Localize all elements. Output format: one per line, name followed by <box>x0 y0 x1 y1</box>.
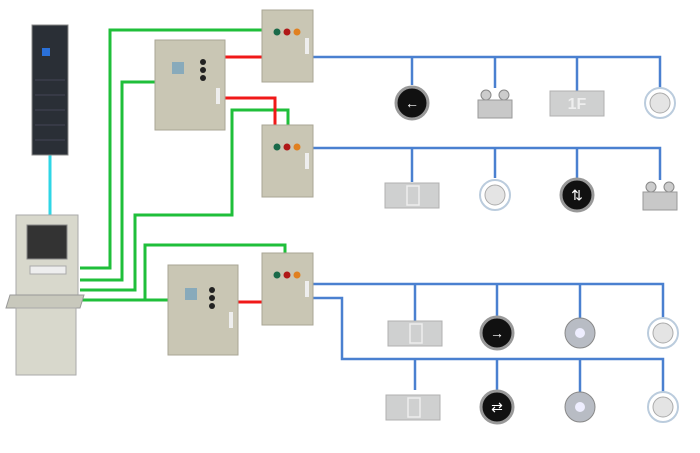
round-up-down-indicator-icon: ⇅ <box>559 177 595 213</box>
exit-sign-icon <box>384 182 440 209</box>
distribution-box-icon <box>261 124 314 198</box>
distribution-box-icon <box>261 9 314 83</box>
lamp-buses <box>313 55 665 392</box>
twin-head-emergency-light-icon <box>642 181 678 211</box>
monitoring-links <box>80 28 290 302</box>
svg-text:→: → <box>490 325 504 341</box>
floor-sign-icon: 1F <box>549 90 605 117</box>
downlight-icon <box>479 179 511 211</box>
svg-text:⇅: ⇅ <box>571 187 583 203</box>
monitoring-console-icon <box>5 214 85 376</box>
downlight-icon <box>647 391 679 423</box>
round-bidirectional-indicator-icon: ⇄ <box>479 389 515 425</box>
exit-sign-left-right-icon <box>385 394 441 421</box>
round-arrow-left-indicator-icon: ← <box>394 85 430 121</box>
server-rack-icon <box>31 24 69 156</box>
distribution-box-icon <box>261 252 314 326</box>
power-links <box>225 55 277 304</box>
round-arrow-right-indicator-icon: → <box>479 315 515 351</box>
emergency-power-box-b <box>167 264 239 356</box>
silver-round-indicator-icon <box>564 317 596 349</box>
downlight-icon <box>644 87 676 119</box>
light-fixtures: ← 1F ⇅ → ⇄ <box>384 85 679 425</box>
svg-text:⇄: ⇄ <box>491 399 503 415</box>
twin-head-emergency-light-icon <box>477 89 513 119</box>
downlight-icon <box>647 317 679 349</box>
emergency-power-box-a <box>154 39 226 131</box>
floor-sign-text: 1F <box>568 96 587 113</box>
exit-sign-right-icon <box>387 320 443 347</box>
silver-round-indicator-icon <box>564 391 596 423</box>
svg-text:←: ← <box>405 95 419 111</box>
distribution-boxes <box>261 9 314 326</box>
